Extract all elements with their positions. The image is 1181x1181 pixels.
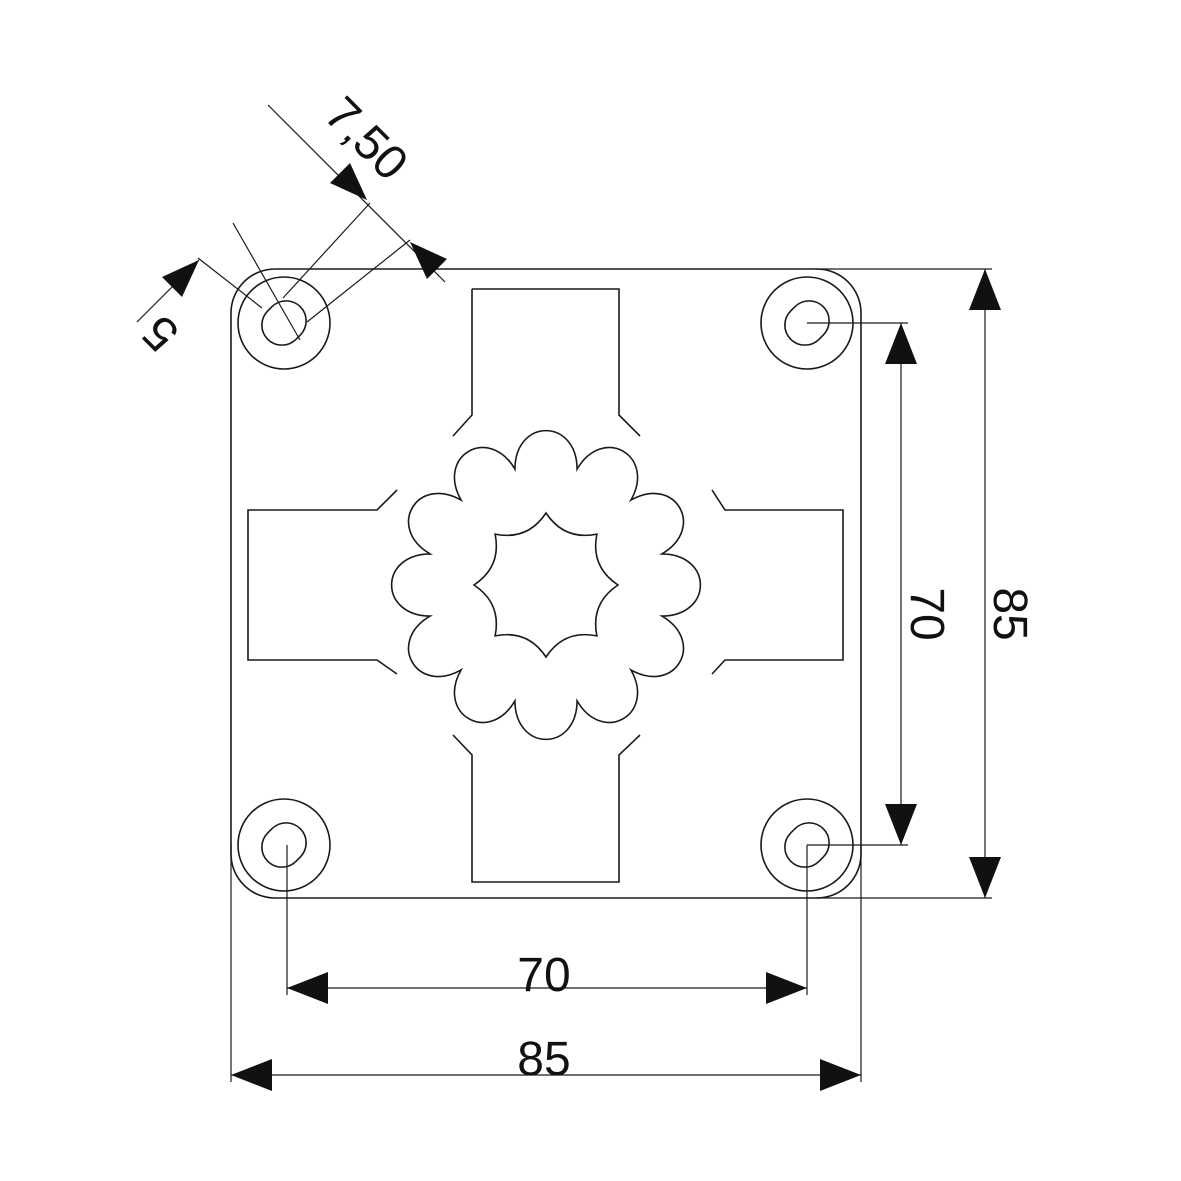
mounting-hole-top-left bbox=[237, 276, 331, 370]
dimension-label-right-outer: 85 bbox=[983, 587, 1036, 640]
dimension-slot-width: 5 bbox=[133, 222, 301, 361]
cross-recess bbox=[247, 288, 844, 883]
plate-outline bbox=[230, 268, 862, 899]
dimension-label-slot-length: 7,50 bbox=[314, 87, 418, 191]
dimension-right-inner: 70 bbox=[807, 322, 953, 846]
dimension-label-bottom-outer: 85 bbox=[517, 1033, 570, 1086]
flower-outline bbox=[391, 430, 701, 740]
dimension-label-slot-width: 5 bbox=[133, 305, 189, 361]
star-socket bbox=[472, 511, 620, 659]
dimension-label-right-inner: 70 bbox=[900, 587, 953, 640]
mounting-hole-bottom-left bbox=[237, 798, 331, 892]
dimension-bottom-inner: 70 bbox=[286, 845, 808, 1004]
dimension-bottom-outer: 85 bbox=[230, 845, 862, 1091]
dimension-right-outer: 85 bbox=[815, 268, 1036, 899]
dimension-label-bottom-inner: 70 bbox=[517, 949, 570, 1002]
dimension-slot-length: 7,50 bbox=[267, 87, 447, 323]
